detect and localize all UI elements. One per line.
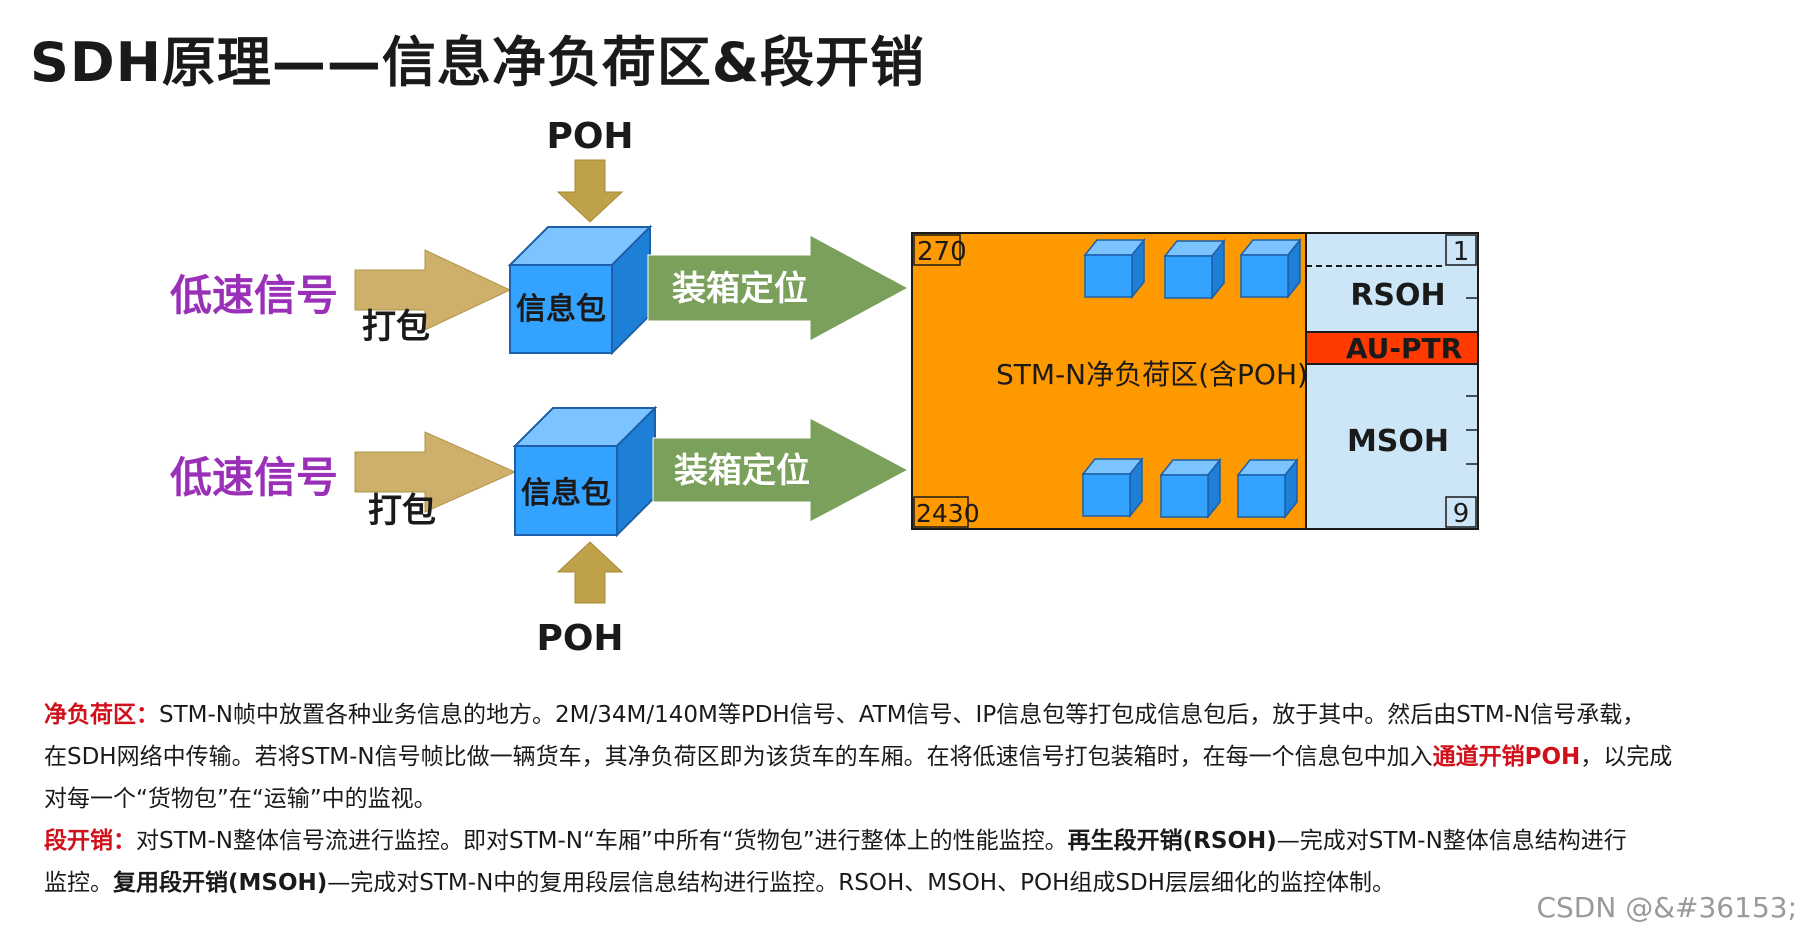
msoh-label: MSOH bbox=[1347, 424, 1449, 459]
pack-label-bottom: 打包 bbox=[368, 491, 436, 531]
poh-up-arrow bbox=[556, 541, 624, 604]
low-speed-signal-label-top: 低速信号 bbox=[170, 271, 338, 320]
payload-cube-2 bbox=[1163, 238, 1226, 301]
rsoh-label: RSOH bbox=[1350, 278, 1445, 313]
payload-desc-line-3: 对每一个“货物包”在“运输”中的监视。 bbox=[44, 778, 1764, 820]
soh-desc-2a: 监控。 bbox=[44, 870, 113, 896]
msoh-term: 复用段开销(MSOH) bbox=[113, 870, 328, 896]
payload-cube-6 bbox=[1236, 457, 1299, 520]
corner-270-box bbox=[913, 234, 961, 266]
row-9-box bbox=[1445, 496, 1477, 528]
payload-cube-3 bbox=[1239, 237, 1302, 300]
payload-cube-1 bbox=[1083, 237, 1146, 300]
info-packet-label-top: 信息包 bbox=[516, 292, 606, 327]
page-title: SDH原理——信息净负荷区&段开销 bbox=[30, 31, 925, 94]
low-speed-signal-label-bottom: 低速信号 bbox=[170, 453, 338, 502]
poh-label-top: POH bbox=[546, 116, 633, 157]
corner-2430: 2430 bbox=[916, 499, 980, 528]
payload-desc-3: 对每一个“货物包”在“运输”中的监视。 bbox=[44, 786, 437, 812]
boxing-arrow-top bbox=[647, 234, 910, 342]
corner-2430-box bbox=[913, 496, 969, 528]
watermark: CSDN @&#36153; bbox=[1536, 891, 1797, 924]
payload-cube-4 bbox=[1081, 456, 1144, 519]
boxing-label-bottom: 装箱定位 bbox=[674, 451, 810, 491]
row-1-box bbox=[1445, 234, 1477, 266]
pack-label-top: 打包 bbox=[362, 307, 430, 347]
soh-desc-1b: —完成对STM-N整体信息结构进行 bbox=[1276, 828, 1627, 854]
input-arrow-bottom bbox=[354, 431, 517, 513]
info-packet-label-bottom: 信息包 bbox=[521, 476, 611, 511]
soh-desc-line-2: 监控。复用段开销(MSOH)—完成对STM-N中的复用段层信息结构进行监控。RS… bbox=[44, 862, 1764, 904]
payload-label: STM-N净负荷区(含POH) bbox=[996, 358, 1308, 391]
payload-desc-line-1: 净负荷区：STM-N帧中放置各种业务信息的地方。2M/34M/140M等PDH信… bbox=[44, 694, 1764, 736]
overhead-area bbox=[1305, 232, 1479, 530]
row-1: 1 bbox=[1453, 237, 1470, 267]
payload-desc-1: STM-N帧中放置各种业务信息的地方。2M/34M/140M等PDH信号、ATM… bbox=[159, 702, 1646, 728]
poh-down-arrow bbox=[556, 159, 624, 223]
row-ticks bbox=[1466, 297, 1478, 465]
rsoh-term: 再生段开销(RSOH) bbox=[1067, 828, 1277, 854]
payload-cube-5 bbox=[1159, 457, 1222, 520]
info-packet-cube-bottom bbox=[512, 405, 658, 538]
soh-desc-line-1: 段开销：对STM-N整体信号流进行监控。即对STM-N“车厢”中所有“货物包”进… bbox=[44, 820, 1764, 862]
au-ptr-label: AU-PTR bbox=[1346, 332, 1462, 365]
soh-desc-2b: —完成对STM-N中的复用段层信息结构进行监控。RSOH、MSOH、POH组成S… bbox=[327, 870, 1395, 896]
info-packet-cube-top bbox=[507, 224, 653, 356]
payload-desc-2b: ，以完成 bbox=[1580, 744, 1673, 770]
corner-270: 270 bbox=[917, 237, 967, 267]
payload-desc-line-2: 在SDH网络中传输。若将STM-N信号帧比做一辆货车，其净负荷区即为该货车的车厢… bbox=[44, 736, 1764, 778]
boxing-arrow-bottom bbox=[652, 417, 910, 523]
poh-term: 通道开销POH bbox=[1432, 744, 1581, 770]
payload-desc-2a: 在SDH网络中传输。若将STM-N信号帧比做一辆货车，其净负荷区即为该货车的车厢… bbox=[44, 744, 1433, 770]
poh-label-bottom: POH bbox=[536, 618, 623, 659]
payload-term: 净负荷区： bbox=[44, 702, 159, 728]
boxing-label-top: 装箱定位 bbox=[672, 269, 808, 309]
soh-term: 段开销： bbox=[44, 828, 136, 854]
input-arrow-top bbox=[354, 249, 512, 331]
soh-desc-1a: 对STM-N整体信号流进行监控。即对STM-N“车厢”中所有“货物包”进行整体上… bbox=[136, 828, 1068, 854]
row-9: 9 bbox=[1453, 499, 1470, 529]
description-block: 净负荷区：STM-N帧中放置各种业务信息的地方。2M/34M/140M等PDH信… bbox=[44, 694, 1764, 904]
au-ptr-row bbox=[1305, 331, 1479, 365]
